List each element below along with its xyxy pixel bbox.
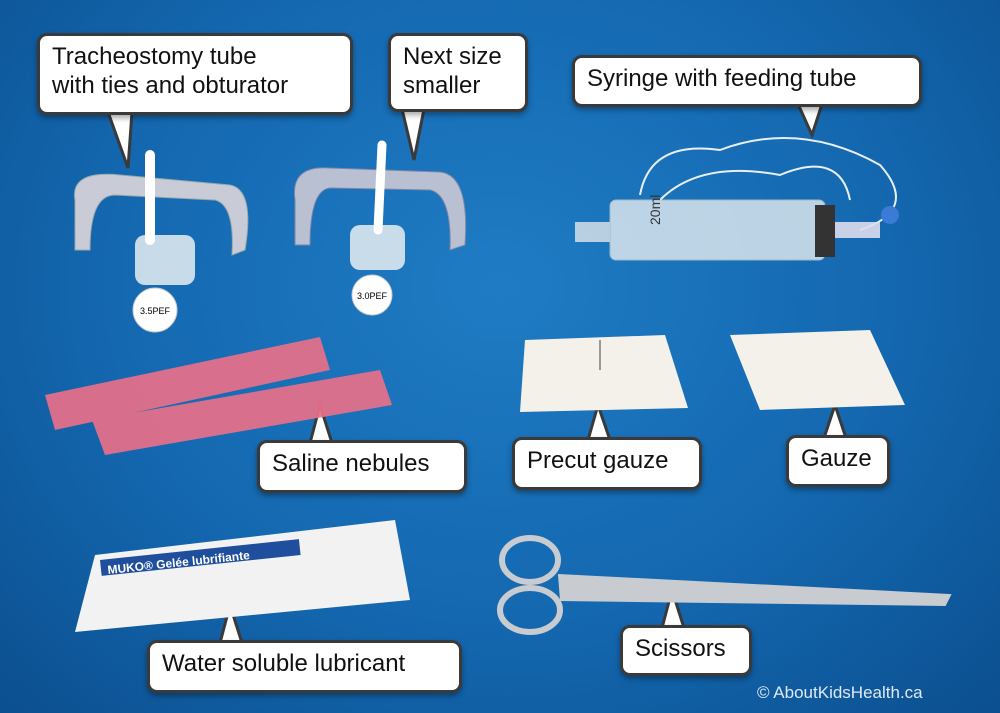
scissors (497, 535, 952, 635)
callout-scissors: Scissors (620, 625, 752, 676)
obturator-label-1: 3.5PEF (140, 306, 171, 316)
callout-text: Water soluble lubricant (162, 650, 406, 677)
callout-text: Precut gauze (527, 447, 669, 474)
callout-syringe: Syringe with feeding tube (572, 55, 922, 107)
gauze (730, 330, 905, 410)
callout-saline-nebules: Saline nebules (257, 440, 467, 493)
callout-text: smaller (403, 72, 481, 99)
callout-text: Scissors (635, 635, 726, 662)
callout-tracheostomy-tube: Tracheostomy tube with ties and obturato… (37, 33, 353, 115)
obturator-label-2: 3.0PEF (357, 291, 388, 301)
tracheostomy-tube-smaller: 3.0PEF (293, 140, 467, 316)
callout-text: Saline nebules (272, 450, 430, 477)
tracheostomy-tube: 3.5PEF (74, 150, 249, 333)
callout-next-size-smaller: Next size smaller (388, 33, 528, 112)
callout-lubricant: Water soluble lubricant (147, 640, 462, 693)
callout-text: Next size (403, 43, 502, 70)
lubricant-packet: MUKO® Gelée lubrifiante (75, 520, 410, 632)
callout-text: Gauze (801, 445, 872, 472)
callout-gauze: Gauze (786, 435, 890, 487)
copyright-notice: © AboutKidsHealth.ca (757, 683, 923, 702)
callout-text: Syringe with feeding tube (587, 65, 857, 92)
syringe-with-feeding-tube: 20ml (575, 137, 899, 261)
callout-text: Tracheostomy tube (52, 43, 257, 70)
syringe-volume: 20ml (647, 195, 663, 225)
callout-text: with ties and obturator (52, 72, 289, 99)
callout-precut-gauze: Precut gauze (512, 437, 702, 490)
precut-gauze (520, 335, 688, 412)
saline-nebules (45, 337, 392, 455)
